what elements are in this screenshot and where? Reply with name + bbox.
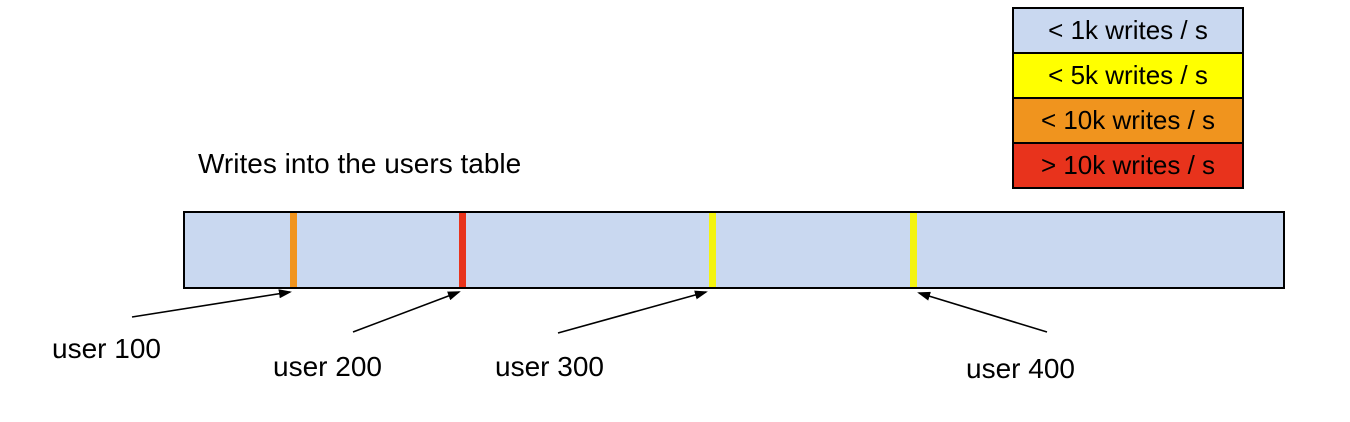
legend-item-label: < 10k writes / s — [1040, 105, 1216, 135]
legend: < 1k writes / s < 5k writes / s < 10k writ… — [1012, 7, 1244, 189]
user-arrow — [557, 290, 708, 334]
user-arrow — [131, 289, 292, 318]
write-hotspot-marker — [290, 213, 297, 287]
legend-item: < 10k writes / s — [1012, 97, 1244, 144]
user-label: user 400 — [966, 353, 1075, 384]
legend-item-label: < 5k writes / s — [1048, 60, 1208, 90]
users-table-bar — [183, 211, 1285, 289]
write-hotspot-marker — [910, 213, 917, 287]
user-arrow — [352, 291, 461, 333]
legend-item-label: < 1k writes / s — [1048, 15, 1208, 45]
legend-item: > 10k writes / s — [1012, 142, 1244, 189]
user-arrow — [917, 291, 1048, 333]
legend-item: < 1k writes / s — [1012, 7, 1244, 54]
write-hotspot-marker — [459, 213, 466, 287]
user-label: user 300 — [495, 351, 604, 382]
legend-item: < 5k writes / s — [1012, 52, 1244, 99]
user-label: user 100 — [52, 333, 161, 364]
user-label: user 200 — [273, 351, 382, 382]
write-hotspot-marker — [709, 213, 716, 287]
diagram-title: Writes into the users table — [198, 148, 522, 179]
legend-item-label: > 10k writes / s — [1040, 150, 1216, 180]
